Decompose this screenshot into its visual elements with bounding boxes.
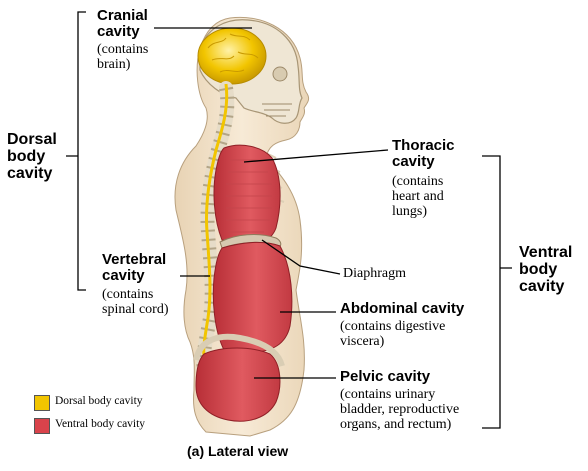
ventral-body-cavity-label: Ventral body cavity (519, 244, 573, 295)
diaphragm-label: Diaphragm (343, 266, 406, 281)
vertebral-cavity-title: Vertebral cavity (102, 251, 167, 284)
legend-swatch-dorsal (34, 395, 50, 411)
cranial-cavity-title: Cranial cavity (97, 7, 148, 40)
leader-thoracic (243, 149, 389, 163)
dorsal-bracket (66, 11, 86, 291)
thoracic-cavity-title: Thoracic cavity (392, 137, 455, 170)
legend-swatch-ventral (34, 418, 50, 434)
leader-diaphragm (261, 239, 341, 275)
pelvic-cavity (195, 347, 281, 422)
abdominal-cavity-title: Abdominal cavity (340, 300, 465, 317)
abdominal-cavity-desc: (contains digestive viscera) (340, 319, 446, 349)
spinal-cord (202, 83, 229, 357)
ventral-bracket (482, 155, 512, 429)
abdominal-cavity (212, 241, 293, 353)
legend-label-dorsal: Dorsal body cavity (55, 395, 143, 407)
legend-label-ventral: Ventral body cavity (55, 418, 146, 430)
brain-folds (207, 33, 259, 73)
pelvic-bone (193, 333, 285, 367)
pelvic-cavity-title: Pelvic cavity (340, 368, 431, 385)
cranial-cavity-desc: (contains brain) (97, 42, 149, 72)
spine-segments (196, 86, 235, 373)
thoracic-cavity-desc: (contains heart and lungs) (392, 174, 444, 219)
eye-socket (272, 66, 288, 82)
vertebral-cavity-desc: (contains spinal cord) (102, 287, 169, 317)
jaw (262, 103, 292, 117)
lung-texture (226, 159, 272, 233)
figure-caption: (a) Lateral view (187, 443, 289, 459)
dorsal-body-cavity-label: Dorsal body cavity (7, 131, 57, 182)
pelvic-cavity-desc: (contains urinary bladder, reproductive … (340, 387, 460, 432)
